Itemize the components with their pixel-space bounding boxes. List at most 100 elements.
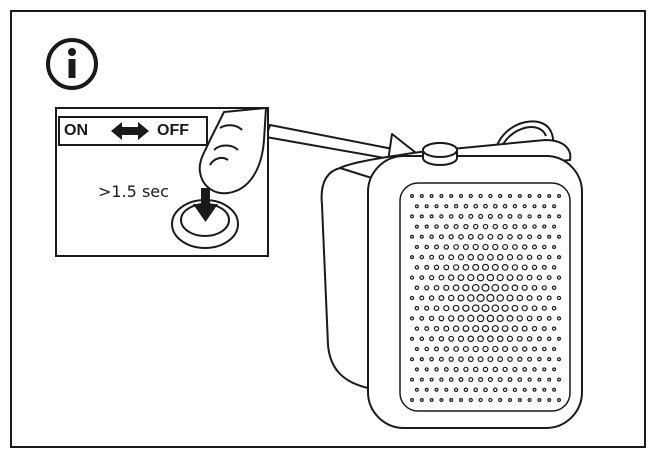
grille-hole — [448, 377, 454, 382]
grille-hole — [541, 264, 547, 270]
grille-hole — [457, 294, 465, 302]
grille-hole — [429, 356, 434, 362]
grille-hole — [491, 263, 499, 271]
grille-hole — [463, 366, 469, 373]
grille-hole — [419, 295, 425, 301]
grille-hole — [414, 305, 420, 311]
grille-hole — [531, 305, 538, 312]
grille-hole — [471, 283, 480, 292]
grille-hole — [462, 345, 469, 353]
off-label: OFF — [157, 122, 189, 139]
grille-hole — [556, 398, 561, 403]
grille-hole — [419, 316, 425, 321]
grille-hole — [473, 203, 479, 209]
grille-hole — [457, 335, 465, 342]
grille-hole — [547, 234, 552, 239]
grille-hole — [552, 224, 557, 229]
grille-hole — [512, 244, 518, 250]
grille-hole — [438, 254, 445, 260]
grille-hole — [414, 285, 420, 291]
grille-hole — [537, 398, 542, 403]
grille-hole — [492, 243, 499, 251]
grille-hole — [498, 193, 503, 199]
grille-hole — [516, 254, 523, 261]
grille-hole — [512, 224, 518, 230]
grille-hole — [522, 224, 528, 230]
grille-hole — [419, 357, 424, 362]
grille-hole — [552, 204, 557, 209]
grille-hole — [526, 295, 533, 301]
grille-hole — [531, 325, 538, 332]
grille-hole — [491, 304, 500, 313]
grille-hole — [414, 244, 419, 250]
grille-hole — [486, 273, 495, 282]
on-label: ON — [64, 122, 88, 139]
grille-hole — [497, 233, 504, 240]
grille-hole — [424, 387, 429, 392]
grille-hole — [501, 284, 509, 292]
grille-hole — [466, 294, 475, 302]
grille-hole — [556, 234, 561, 239]
grille-hole — [556, 275, 562, 280]
grille-hole — [496, 253, 504, 261]
grille-hole — [537, 377, 542, 382]
grille-hole — [532, 367, 537, 372]
grille-hole — [414, 265, 420, 270]
grille-hole — [556, 336, 562, 341]
grille-hole — [409, 316, 415, 321]
grille-hole — [458, 397, 464, 403]
grille-hole — [428, 274, 435, 281]
grille-hole — [472, 243, 479, 251]
grille-hole — [433, 346, 440, 352]
double-arrow-icon — [111, 122, 149, 140]
grille-hole — [419, 377, 424, 382]
grille-hole — [507, 234, 513, 240]
grille-hole — [414, 224, 419, 229]
grille-hole — [501, 264, 509, 271]
grille-hole — [448, 274, 455, 281]
grille-hole — [476, 273, 485, 282]
grille-hole — [551, 265, 557, 270]
grille-hole — [462, 325, 470, 332]
grille-hole — [547, 377, 552, 382]
grille-hole — [522, 366, 528, 372]
grille-hole — [453, 346, 460, 352]
grille-hole — [458, 377, 464, 383]
grille-hole — [414, 367, 419, 372]
grille-hole — [532, 387, 537, 392]
grille-hole — [546, 295, 552, 301]
grille-hole — [429, 214, 434, 219]
grille-hole — [542, 244, 547, 250]
grille-hole — [551, 326, 557, 331]
grille-hole — [542, 224, 547, 229]
press-duration-label: >1.5 sec — [98, 182, 169, 201]
grille-hole — [526, 336, 533, 342]
grille-hole — [449, 398, 454, 403]
grille-hole — [522, 204, 527, 209]
grille-hole — [546, 275, 552, 281]
grille-hole — [547, 398, 552, 403]
grille-hole — [487, 253, 494, 261]
grille-hole — [542, 204, 547, 209]
grille-hole — [458, 213, 464, 219]
grille-hole — [477, 335, 484, 343]
grille-hole — [492, 366, 499, 373]
grille-hole — [556, 255, 562, 260]
grille-hole — [502, 243, 509, 251]
grille-hole — [527, 377, 532, 382]
grille-hole — [463, 203, 469, 209]
grille-hole — [521, 284, 528, 291]
grille-hole — [452, 264, 460, 271]
grille-hole — [453, 204, 459, 209]
info-icon — [46, 38, 98, 90]
grille-hole — [511, 264, 519, 271]
grille-hole — [497, 213, 503, 219]
grille-hole — [473, 387, 479, 393]
grille-hole — [424, 367, 429, 372]
grille-hole — [516, 315, 523, 322]
grille-hole — [526, 254, 533, 260]
grille-hole — [448, 315, 455, 322]
grille-hole — [483, 387, 488, 393]
grille-hole — [536, 336, 542, 342]
grille-hole — [429, 398, 434, 403]
